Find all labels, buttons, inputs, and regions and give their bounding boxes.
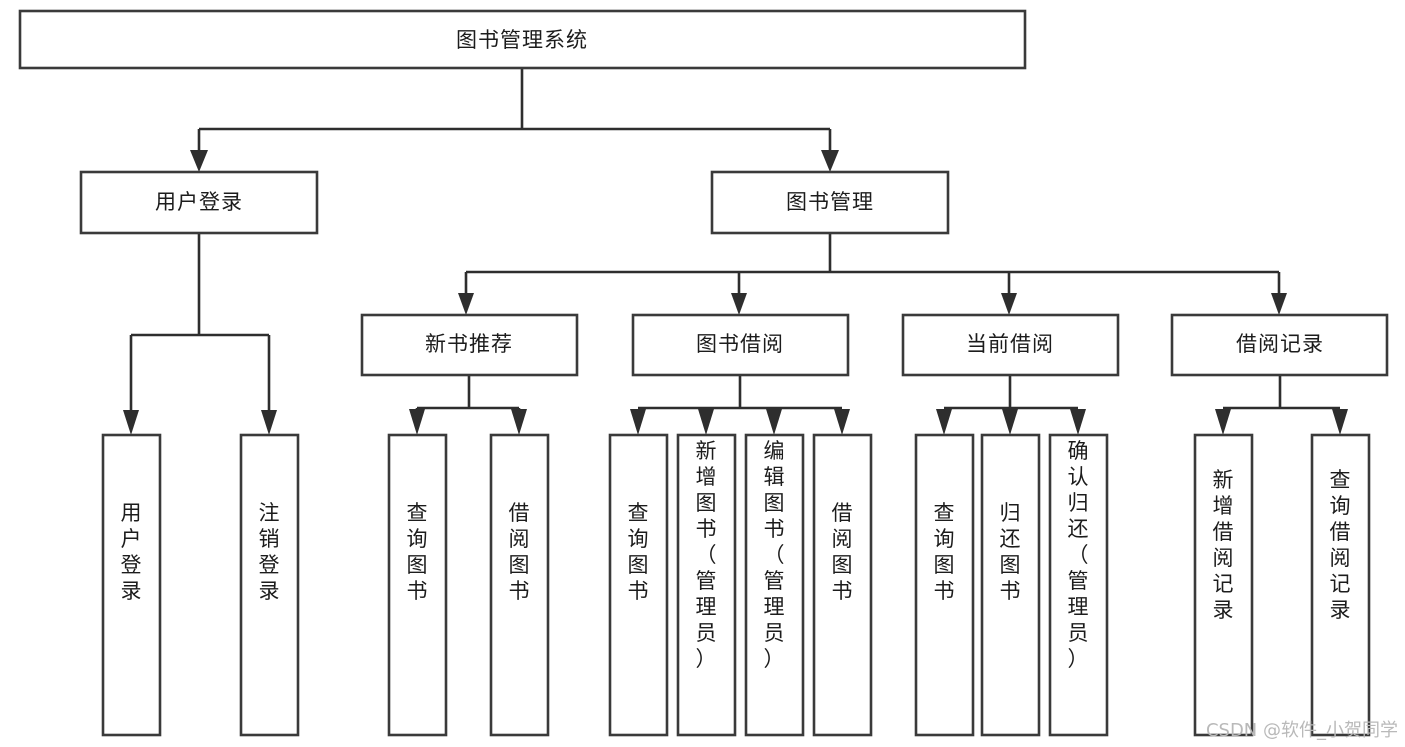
node-leaf-user-login[interactable]: 用户登录 [101,433,162,737]
arrow-head-leaf-user-logout [261,410,277,435]
node-leaf-borrow-book-2-box[interactable] [812,433,873,737]
arrow-head-book-management [821,150,839,172]
connector-group-user-login [123,233,277,435]
arrow-head-leaf-query-record [1332,409,1348,435]
node-borrow-record-label: 借阅记录 [1236,332,1324,356]
connector-group-borrow-record [1215,375,1348,435]
node-borrow-record[interactable]: 借阅记录 [1170,313,1389,377]
node-leaf-edit-book-label: 编辑图书（管理员） [764,439,785,671]
arrow-head-leaf-add-book [698,409,714,435]
node-leaf-user-logout[interactable]: 注销登录 [239,433,300,737]
node-book-management[interactable]: 图书管理 [710,170,950,235]
arrow-head-leaf-confirm-return [1070,409,1086,435]
arrow-head-user-login [190,150,208,172]
connector-group-book-management [458,233,1287,315]
arrow-head-new-book-recommend [458,293,474,315]
node-user-login-label: 用户登录 [155,190,243,214]
node-leaf-query-book-3-box[interactable] [914,433,975,737]
connector-group-root [190,68,839,172]
node-book-management-box[interactable] [710,170,950,235]
node-current-borrow-label: 当前借阅 [966,332,1054,356]
node-leaf-add-book-box[interactable] [676,433,737,737]
arrow-head-current-borrow [1001,293,1017,315]
node-root-box[interactable] [18,9,1027,70]
node-leaf-add-book[interactable]: 新增图书（管理员） [676,433,737,737]
node-root-label: 图书管理系统 [456,28,588,52]
arrow-head-leaf-return-book [1002,409,1018,435]
node-leaf-user-logout-box[interactable] [239,433,300,737]
arrow-head-book-borrow [731,293,747,315]
arrow-head-borrow-record [1271,293,1287,315]
node-book-borrow[interactable]: 图书借阅 [631,313,850,377]
node-leaf-query-record[interactable]: 查询借阅记录 [1310,433,1371,737]
node-leaf-query-record-label: 查询借阅记录 [1330,468,1351,622]
node-borrow-record-box[interactable] [1170,313,1389,377]
node-leaf-add-book-label: 新增图书（管理员） [696,439,717,671]
node-book-borrow-label: 图书借阅 [696,332,784,356]
arrow-head-leaf-query-book-1 [409,409,425,435]
node-new-book-recommend-box[interactable] [360,313,579,377]
node-leaf-edit-book-box[interactable] [744,433,805,737]
node-leaf-query-book-2-label: 查询图书 [628,501,649,603]
node-current-borrow[interactable]: 当前借阅 [901,313,1120,377]
node-leaf-confirm-return-label: 确认归还（管理员） [1068,439,1089,671]
arrow-head-leaf-add-record [1215,409,1231,435]
node-leaf-borrow-book-2-label: 借阅图书 [832,501,853,603]
connector-group-current-borrow [936,375,1086,435]
node-leaf-user-login-label: 用户登录 [121,501,142,603]
arrow-head-leaf-edit-book [766,409,782,435]
node-leaf-query-book-3-label: 查询图书 [934,501,955,603]
arrow-head-leaf-query-book-2 [630,409,646,435]
node-leaf-borrow-book-1-label: 借阅图书 [509,501,530,603]
arrow-head-leaf-borrow-book-2 [834,409,850,435]
node-leaf-confirm-return-box[interactable] [1048,433,1109,737]
node-leaf-return-book-box[interactable] [980,433,1041,737]
node-leaf-add-record-box[interactable] [1193,433,1254,737]
node-leaf-query-book-2[interactable]: 查询图书 [608,433,669,737]
node-leaf-edit-book[interactable]: 编辑图书（管理员） [744,433,805,737]
node-leaf-return-book[interactable]: 归还图书 [980,433,1041,737]
node-leaf-query-book-2-box[interactable] [608,433,669,737]
node-leaf-user-logout-label: 注销登录 [259,501,280,603]
connector-group-new-book-recommend [409,375,527,435]
node-leaf-confirm-return[interactable]: 确认归还（管理员） [1048,433,1109,737]
csdn-watermark: CSDN @软件_小贺同学 [1206,720,1398,741]
node-leaf-query-book-1-box[interactable] [387,433,448,737]
node-leaf-borrow-book-1-box[interactable] [489,433,550,737]
node-user-login[interactable]: 用户登录 [79,170,319,235]
node-leaf-add-record[interactable]: 新增借阅记录 [1193,433,1254,737]
node-leaf-return-book-label: 归还图书 [1000,501,1021,603]
node-user-login-box[interactable] [79,170,319,235]
node-leaf-query-book-1[interactable]: 查询图书 [387,433,448,737]
node-leaf-user-login-box[interactable] [101,433,162,737]
node-new-book-recommend[interactable]: 新书推荐 [360,313,579,377]
node-book-management-label: 图书管理 [786,190,874,214]
connector-group-book-borrow [630,375,850,435]
arrow-head-leaf-user-login [123,410,139,435]
arrow-head-leaf-query-book-3 [936,409,952,435]
node-leaf-borrow-book-2[interactable]: 借阅图书 [812,433,873,737]
node-book-borrow-box[interactable] [631,313,850,377]
arrow-head-leaf-borrow-book-1 [511,409,527,435]
node-leaf-query-record-box[interactable] [1310,433,1371,737]
node-new-book-recommend-label: 新书推荐 [425,332,513,356]
node-leaf-query-book-1-label: 查询图书 [407,501,428,603]
node-leaf-add-record-label: 新增借阅记录 [1213,468,1234,622]
node-root[interactable]: 图书管理系统 [18,9,1027,70]
node-current-borrow-box[interactable] [901,313,1120,377]
node-leaf-query-book-3[interactable]: 查询图书 [914,433,975,737]
node-leaf-borrow-book-1[interactable]: 借阅图书 [489,433,550,737]
